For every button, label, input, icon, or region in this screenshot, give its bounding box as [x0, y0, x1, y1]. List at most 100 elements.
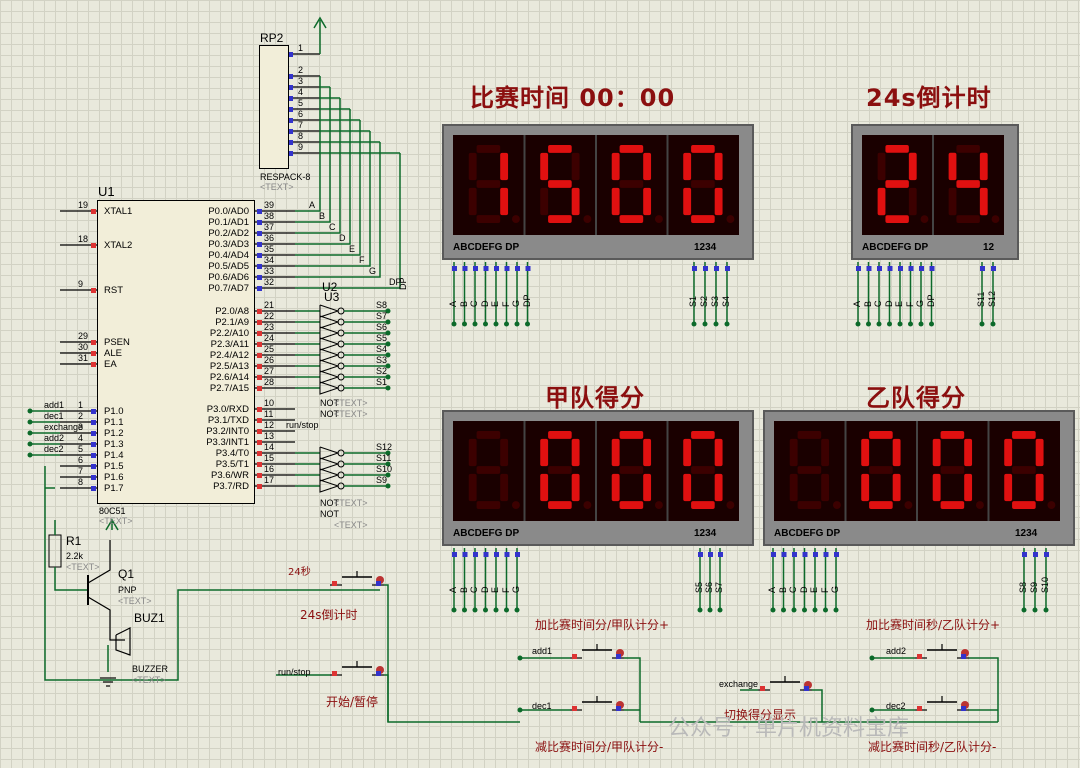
segment-e — [861, 473, 870, 502]
mcu-pin-number: 23 — [264, 322, 275, 332]
mcu-pin-number: 10 — [264, 398, 275, 408]
pin-marker — [257, 440, 262, 445]
segment-g — [885, 180, 909, 188]
team-b-digits — [789, 421, 1056, 521]
display-net-label: S11 — [976, 291, 986, 307]
pin-marker — [718, 552, 723, 557]
segment-e — [611, 187, 620, 216]
pin-marker — [504, 552, 510, 557]
display-net-label: D — [798, 586, 809, 594]
mcu-pin-number: 7 — [78, 466, 84, 476]
net-dot — [27, 452, 33, 458]
segment-a — [797, 431, 822, 439]
pin-marker — [91, 209, 96, 214]
display-net-label: G — [915, 299, 925, 307]
pin-marker — [929, 266, 935, 271]
u1-body[interactable] — [97, 200, 255, 504]
segment-g — [691, 180, 715, 188]
segment-dp — [511, 215, 520, 223]
segment-dp — [654, 501, 663, 509]
runstop-net-label: run/stop — [286, 420, 319, 430]
pin-marker — [877, 266, 882, 271]
button-dec2-label: 减比赛时间秒/乙队计分- — [868, 740, 997, 754]
segment-c — [964, 473, 973, 502]
match-time-display: ABCDEFG DP 1234 — [442, 124, 754, 260]
pin-marker — [919, 266, 924, 271]
pin-marker — [257, 364, 262, 369]
net-dot — [385, 385, 391, 391]
wire — [313, 16, 327, 29]
pin-marker — [257, 429, 262, 434]
segment-dp — [1047, 501, 1056, 509]
p0-net-label: A — [309, 200, 316, 210]
driver-output-label: S3 — [376, 355, 388, 365]
display-net-label: S1 — [688, 295, 698, 307]
segment-g — [797, 466, 822, 474]
pin-marker — [257, 353, 262, 358]
button-dec1-net: dec1 — [532, 701, 552, 711]
pin-marker — [91, 340, 96, 345]
rp2-pin-number: 3 — [298, 76, 304, 86]
segment-f — [948, 152, 957, 181]
rp2-pin-number: 1 — [298, 43, 304, 53]
mcu-pin-number: 15 — [264, 453, 275, 463]
mcu-pin-name: P3.7/RD — [213, 481, 249, 492]
segment-a — [956, 145, 980, 153]
driver-output-label: S7 — [376, 311, 388, 321]
pin-marker — [288, 85, 293, 90]
mcu-pin-number: 9 — [78, 279, 84, 289]
display-net-label: S9 — [1029, 581, 1039, 593]
net-dot — [385, 308, 391, 314]
pin-marker — [257, 320, 262, 325]
segment-a — [548, 145, 572, 153]
segment-e — [468, 473, 477, 502]
button-runstop-label: 开始/暂停 — [326, 695, 379, 709]
segment-dp — [991, 215, 1000, 223]
net-dot — [1043, 607, 1049, 613]
mcu-pin-name: P2.0/A8 — [215, 306, 249, 317]
mcu-pin-number: 37 — [264, 222, 275, 232]
display-net-label: S8 — [1018, 581, 1028, 593]
r1-text: <TEXT> — [66, 562, 100, 572]
rp2-body[interactable] — [259, 45, 289, 169]
display-net-label: S5 — [694, 581, 704, 593]
segment-d — [548, 215, 572, 223]
display-net-label: DP — [521, 294, 532, 307]
pin-marker — [1022, 552, 1027, 557]
watermark: 公众号 · 单片机资料宝库 — [668, 716, 909, 741]
mcu-pin-name: P1.4 — [104, 450, 124, 461]
net-dot — [462, 607, 467, 613]
segment-b — [571, 152, 580, 181]
net-dot — [702, 321, 708, 327]
segment-d — [548, 501, 572, 509]
segment-label: ABCDEFG DP — [862, 242, 929, 253]
mcu-pin-name: XTAL1 — [104, 206, 133, 217]
mcu-pin-name: PSEN — [104, 337, 130, 348]
driver-output-label: S5 — [376, 333, 388, 343]
pin-marker — [908, 266, 914, 271]
not-text: <TEXT> — [334, 520, 368, 530]
net-dot — [493, 607, 499, 613]
wire — [319, 381, 340, 395]
pin-marker — [332, 671, 337, 676]
display-net-label: G — [511, 585, 521, 593]
segment-b — [714, 438, 723, 467]
segment-dp — [832, 501, 841, 509]
segment-c — [821, 473, 830, 502]
mcu-pin-number: 13 — [264, 431, 275, 441]
segment-a — [1012, 431, 1036, 439]
button-24s-label: 24s倒计时 — [300, 608, 358, 622]
mcu-pin-name: RST — [104, 285, 123, 296]
net-dot — [27, 419, 33, 425]
mcu-pin-name: P3.4/T0 — [215, 448, 249, 459]
mcu-pin-name: P2.7/A15 — [209, 383, 249, 394]
pin-marker — [91, 442, 96, 447]
shot-clock-digits — [877, 135, 1000, 235]
button-dec2-net: dec2 — [886, 701, 906, 711]
mcu-pin-number: 6 — [78, 455, 84, 465]
pin-marker — [473, 266, 478, 271]
digit-label: 12 — [983, 242, 995, 253]
pin-marker — [257, 231, 262, 236]
pin-marker — [288, 118, 293, 123]
mcu-pin-number: 16 — [264, 464, 275, 474]
